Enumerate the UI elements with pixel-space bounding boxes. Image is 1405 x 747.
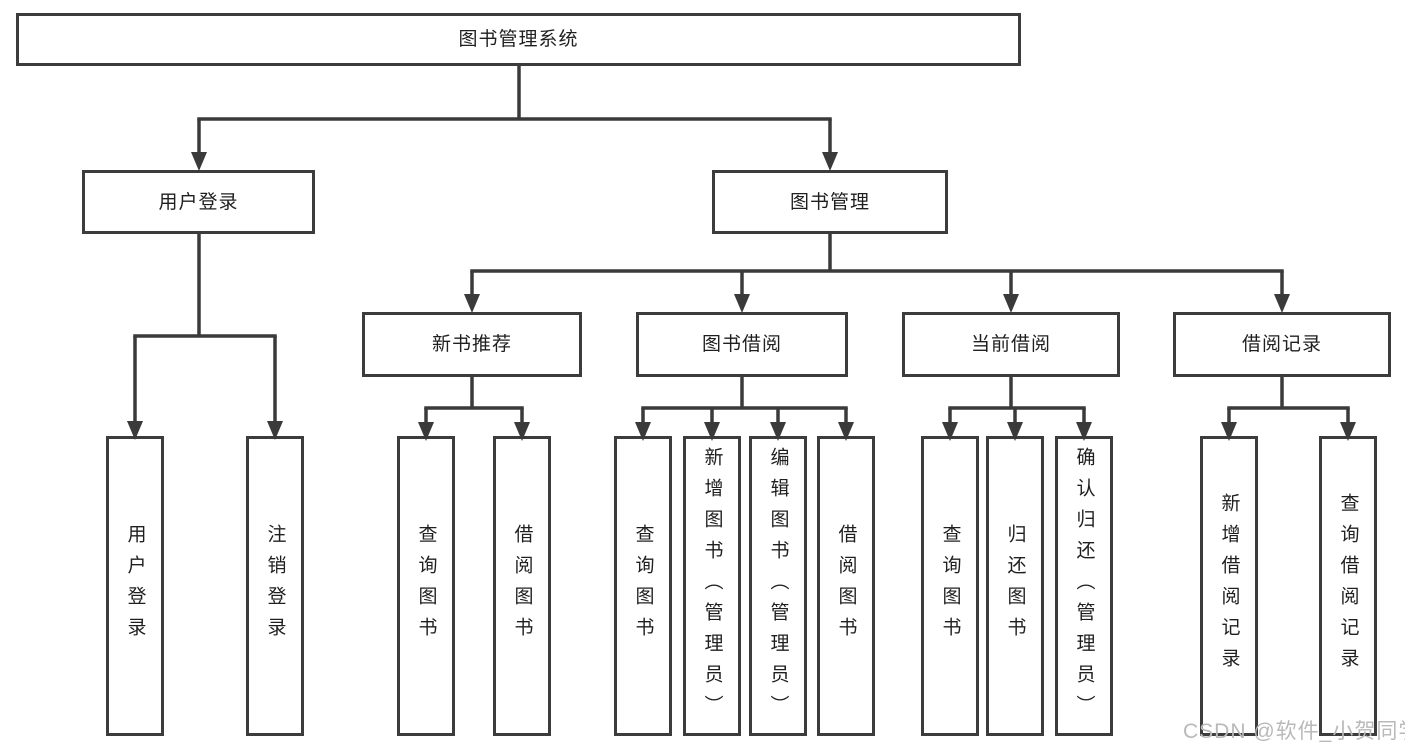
node-current-borrowing: 当前借阅 [902, 312, 1120, 377]
node-label-leaf-add-borrow-record: 新增借阅记录 [1218, 493, 1240, 679]
arrowhead-icon [1003, 294, 1019, 313]
node-label-book-borrowing: 图书借阅 [701, 334, 782, 355]
node-leaf-query-books-borrowing: 查询图书 [614, 436, 672, 736]
connector-book-management [464, 234, 1290, 313]
arrowhead-icon [464, 294, 480, 313]
node-label-leaf-return-books: 归还图书 [1004, 524, 1026, 648]
node-label-root: 图书管理系统 [458, 29, 579, 50]
node-leaf-query-books-current: 查询图书 [921, 436, 979, 736]
node-label-new-book-recommend: 新书推荐 [431, 334, 512, 355]
node-label-leaf-add-books-admin: 新增图书（管理员） [701, 446, 723, 726]
node-label-leaf-edit-books-admin: 编辑图书（管理员） [767, 446, 789, 726]
node-leaf-add-books-admin: 新增图书（管理员） [683, 436, 741, 736]
node-leaf-user-login: 用户登录 [106, 436, 164, 736]
arrowhead-icon [734, 294, 750, 313]
node-label-leaf-query-books-borrowing: 查询图书 [632, 524, 654, 648]
node-leaf-add-borrow-record: 新增借阅记录 [1200, 436, 1258, 736]
connector-book-borrowing [635, 377, 854, 441]
arrowhead-icon [191, 152, 207, 171]
node-leaf-confirm-return-admin: 确认归还（管理员） [1055, 436, 1113, 736]
node-root: 图书管理系统 [16, 13, 1021, 66]
csdn-watermark: CSDN @软件_小贺同学 [1183, 720, 1405, 743]
node-label-leaf-query-borrow-record: 查询借阅记录 [1337, 493, 1359, 679]
node-leaf-return-books: 归还图书 [986, 436, 1044, 736]
node-label-leaf-borrow-books-borrowing: 借阅图书 [835, 524, 857, 648]
node-book-borrowing: 图书借阅 [636, 312, 848, 377]
node-borrowing-records: 借阅记录 [1173, 312, 1391, 377]
node-leaf-borrow-books-recommend: 借阅图书 [493, 436, 551, 736]
node-label-book-management: 图书管理 [789, 191, 870, 213]
node-label-leaf-logout: 注销登录 [264, 524, 286, 648]
node-label-borrowing-records: 借阅记录 [1241, 334, 1322, 355]
node-leaf-query-books-recommend: 查询图书 [397, 436, 455, 736]
node-label-leaf-confirm-return-admin: 确认归还（管理员） [1073, 446, 1095, 726]
connector-new-book-recommend [418, 377, 530, 441]
arrowhead-icon [822, 152, 838, 171]
node-label-current-borrowing: 当前借阅 [970, 334, 1051, 355]
node-label-leaf-user-login: 用户登录 [124, 524, 146, 648]
node-leaf-edit-books-admin: 编辑图书（管理员） [749, 436, 807, 736]
node-label-user-login-group: 用户登录 [158, 191, 239, 213]
node-leaf-query-borrow-record: 查询借阅记录 [1319, 436, 1377, 736]
node-label-leaf-query-books-current: 查询图书 [939, 524, 961, 648]
arrowhead-icon [1274, 294, 1290, 313]
node-label-leaf-query-books-recommend: 查询图书 [415, 524, 437, 648]
node-book-management: 图书管理 [712, 170, 948, 234]
node-new-book-recommend: 新书推荐 [362, 312, 582, 377]
connector-user-login-group [127, 234, 283, 440]
node-user-login-group: 用户登录 [82, 170, 315, 234]
connector-current-borrowing [942, 377, 1092, 441]
connector-borrowing-records [1221, 377, 1356, 441]
node-label-leaf-borrow-books-recommend: 借阅图书 [511, 524, 533, 648]
node-leaf-borrow-books-borrowing: 借阅图书 [817, 436, 875, 736]
node-leaf-logout: 注销登录 [246, 436, 304, 736]
connector-root [191, 66, 838, 171]
